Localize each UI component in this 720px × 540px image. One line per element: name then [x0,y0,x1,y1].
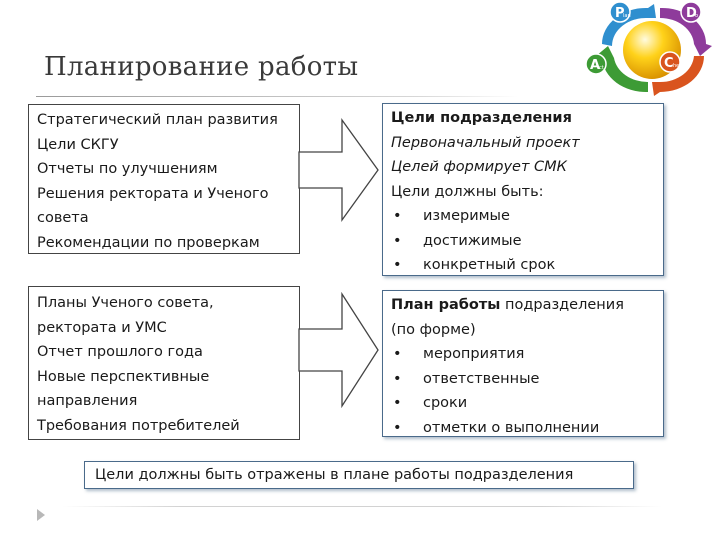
list-item: • конкретный срок [391,253,663,278]
work-plan-subheading: (по форме) [391,321,476,338]
pdca-plan-arc [602,4,656,46]
pdca-check-badge [659,51,681,73]
arrow-right-icon [298,118,379,222]
list-item: • измеримые [391,204,663,229]
goals-note-line: Первоначальный проект [391,134,580,151]
pdca-plan-word: lan [623,13,631,19]
list-item-text: ответственные [423,370,540,387]
pdca-check-arc [652,56,704,96]
list-item-text: сроки [423,395,468,411]
pdca-act-badge [585,53,607,75]
list-item-text: измеримые [423,208,510,224]
pdca-plan-badge [609,1,631,23]
title-divider [36,96,518,97]
pdca-cycle-logo: P lan D o A ct C heck [585,1,712,96]
input-line: Рекомендации по проверкам [37,234,260,251]
footer-divider [62,506,662,507]
inputs-box-strategic: Стратегический план развития Цели СКГУ О… [28,104,300,254]
pdca-check-word: heck [673,63,685,69]
bullet-marker: • [393,419,402,436]
bullet-marker: • [393,232,402,249]
list-item-text: мероприятия [423,346,525,362]
work-plan-heading: План работы подразделения [391,293,663,318]
pdca-do-word: o [695,13,698,19]
list-item: • отметки о выполнении [391,416,663,441]
inputs-box-plans: Планы Ученого совета, ректората и УМС От… [28,286,300,440]
bullet-marker: • [393,346,402,362]
input-line: Отчеты по улучшениям [37,161,218,177]
input-line: ректората и УМС [37,319,167,336]
input-line: Планы Ученого совета, [37,295,214,311]
list-item-text: конкретный срок [423,257,556,273]
work-plan-box: План работы подразделения (по форме) • м… [382,290,664,437]
list-item-text: достижимые [423,232,522,249]
pdca-act-arc [596,46,648,93]
pdca-do-badge [680,1,702,23]
slide-title: Планирование работы [44,52,359,82]
work-plan-heading-rest: подразделения [500,297,624,313]
input-line: Требования потребителей [37,417,240,434]
list-item: • достижимые [391,229,663,254]
input-line: Стратегический план развития [37,112,278,128]
arrow-right-icon [298,292,379,408]
pdca-check-letter: C [664,56,674,71]
list-item: • ответственные [391,367,663,392]
goals-heading: Цели подразделения [391,110,572,126]
input-line: Цели СКГУ [37,136,119,153]
pdca-do-arc [660,7,712,56]
goals-box: Цели подразделения Первоначальный проект… [382,103,664,276]
pdca-act-letter: A [590,58,600,73]
input-line: совета [37,210,89,226]
pdca-plan-letter: P [615,6,625,21]
work-plan-heading-bold: План работы [391,297,501,313]
input-line: Новые перспективные [37,368,210,385]
list-item-text: отметки о выполнении [423,419,600,436]
input-line: Решения ректората и Ученого [37,185,269,202]
goals-note-line: Целей формирует СМК [391,159,567,175]
bullet-marker: • [393,395,402,411]
conclusion-box: Цели должны быть отражены в плане работы… [84,461,634,489]
list-item: • мероприятия [391,342,663,367]
list-item: • сроки [391,391,663,416]
goals-intro: Цели должны быть: [391,183,544,200]
input-line: направления [37,393,138,409]
bullet-marker: • [393,208,402,224]
pdca-do-letter: D [686,6,697,21]
pdca-act-word: ct [599,65,604,71]
play-triangle-icon[interactable] [37,509,45,521]
bullet-marker: • [393,257,402,273]
bullet-marker: • [393,370,402,387]
input-line: Отчет прошлого года [37,344,203,360]
